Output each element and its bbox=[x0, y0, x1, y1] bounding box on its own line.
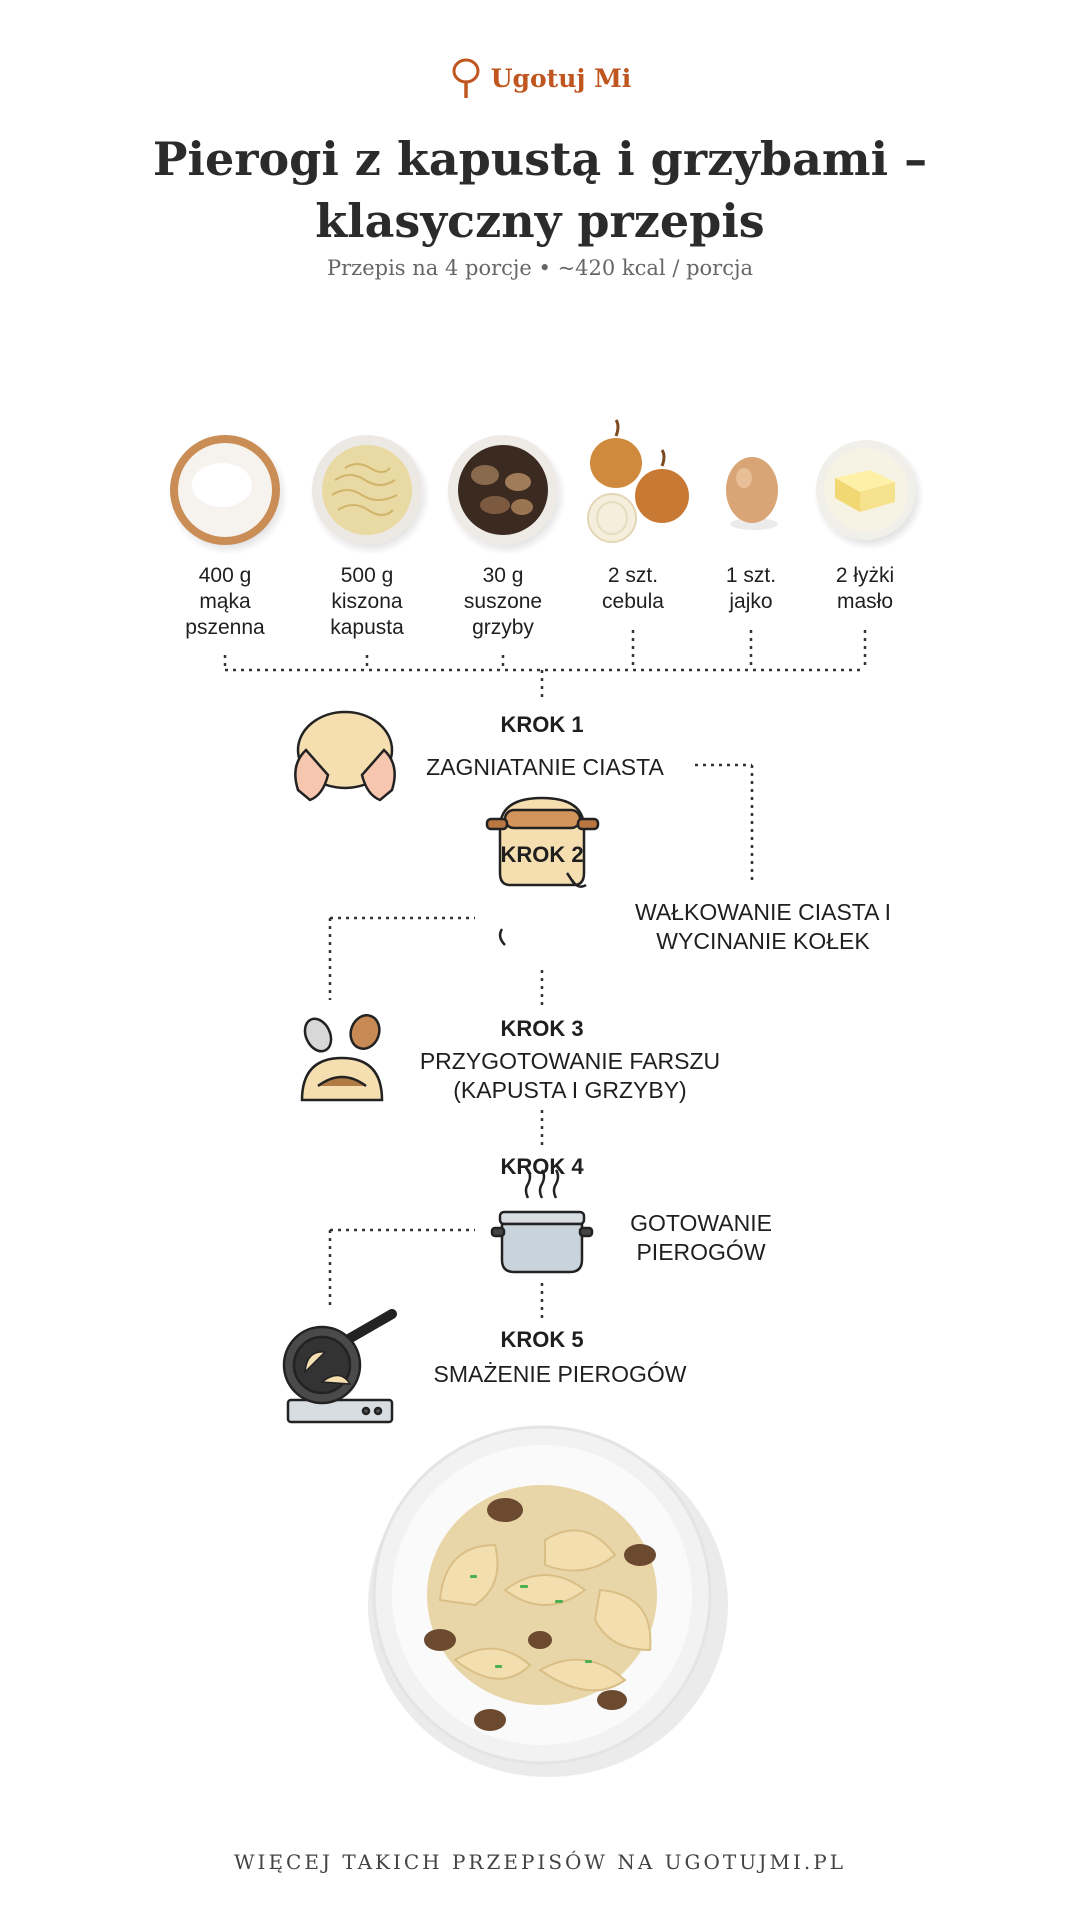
ingredient-label-egg: 1 szt. jajko bbox=[725, 564, 777, 613]
pierogi-plate-icon bbox=[368, 1425, 728, 1777]
step-3-text: PRZYGOTOWANIE FARSZU (KAPUSTA I GRZYBY) bbox=[419, 1048, 721, 1103]
recipe-subtitle: Przepis na 4 porcje • ~420 kcal / porcja bbox=[326, 256, 753, 280]
ingredient-label-onion: 2 szt. cebula bbox=[602, 564, 664, 613]
boiling-pot-icon bbox=[490, 1169, 594, 1274]
butter-dish-icon bbox=[814, 440, 924, 550]
step-5-text: SMAŻENIE PIEROGÓW bbox=[433, 1361, 687, 1387]
brand-name: Ugotuj Mi bbox=[490, 63, 632, 93]
brand-logo: Ugotuj Mi bbox=[0, 58, 1080, 98]
egg-icon bbox=[726, 457, 778, 530]
sauerkraut-bowl-icon bbox=[310, 435, 430, 555]
ingredient-label-butter: 2 łyżki masło bbox=[835, 564, 895, 613]
kneading-hands-icon bbox=[294, 710, 396, 802]
ingredient-label-flour: 400 g mąka pszenna bbox=[185, 564, 265, 639]
footer-link-text: WIĘCEJ TAKICH PRZEPISÓW NA UGOTUJMI.PL bbox=[233, 1850, 847, 1874]
spoon-icon bbox=[452, 58, 480, 98]
step-1-label: KROK 1 bbox=[500, 712, 584, 737]
step-4-label: KROK 4 bbox=[500, 1154, 584, 1179]
step-4-text: GOTOWANIE PIEROGÓW bbox=[630, 1210, 772, 1265]
dried-mushrooms-bowl-icon bbox=[446, 435, 566, 555]
ingredient-label-sauerkraut: 500 g kiszona kapusta bbox=[330, 564, 404, 639]
step-2-label: KROK 2 bbox=[500, 842, 584, 867]
ingredient-label-mushrooms: 30 g suszone grzyby bbox=[463, 564, 543, 639]
frying-pan-icon bbox=[282, 1309, 397, 1424]
step-1-text: ZAGNIATANIE CIASTA bbox=[426, 754, 664, 780]
page-title: Pierogi z kapustą i grzybami – klasyczny… bbox=[152, 132, 928, 248]
step-2-text: WAŁKOWANIE CIASTA I WYCINANIE KOŁEK bbox=[634, 899, 892, 954]
flour-bowl-icon bbox=[168, 435, 288, 555]
step-3-label: KROK 3 bbox=[500, 1016, 584, 1041]
onions-icon bbox=[587, 419, 689, 543]
step-5-label: KROK 5 bbox=[500, 1327, 584, 1352]
rolling-pin-icon bbox=[485, 796, 600, 946]
dumpling-filling-icon bbox=[300, 1014, 384, 1102]
